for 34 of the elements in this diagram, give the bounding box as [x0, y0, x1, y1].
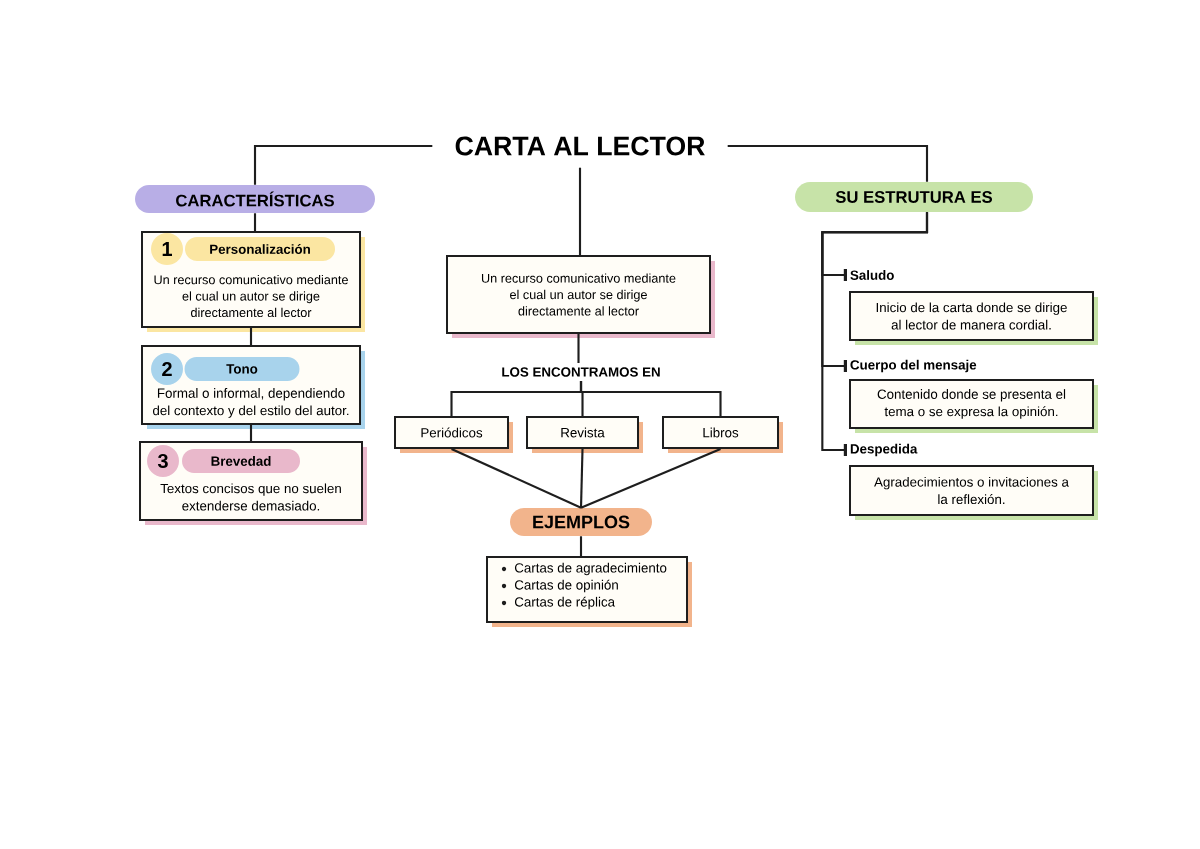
connector	[579, 448, 584, 508]
connector	[249, 425, 253, 441]
text-box: Revista	[526, 416, 643, 453]
text-box: Agradecimientos o invitaciones a la reflexión.	[849, 465, 1098, 520]
heading-pill: CARACTERÍSTICAS	[135, 185, 375, 213]
connector	[578, 167, 582, 255]
connector	[580, 448, 721, 509]
text-box: Inicio de la carta donde se dirige al lector de manera cordial.	[849, 291, 1098, 345]
number-badge: 1	[151, 233, 183, 265]
heading-pill: Personalización	[185, 237, 335, 261]
section-heading: Saludo	[850, 270, 894, 280]
number-badge: 3	[147, 445, 179, 477]
text-box: Periódicos	[394, 416, 513, 453]
connector	[579, 381, 722, 416]
heading-pill: SU ESTRUTURA ES	[795, 182, 1033, 212]
connector	[727, 144, 929, 182]
title: CARTA AL LECTOR	[455, 136, 705, 156]
section-heading: Despedida	[850, 443, 918, 457]
connector	[253, 144, 433, 185]
text-box: Contenido donde se presenta el tema o se expresa la opinión.	[849, 379, 1098, 433]
connector	[249, 328, 253, 345]
number-badge: 2	[151, 353, 183, 385]
bar-connector	[821, 212, 929, 456]
connector	[579, 536, 583, 556]
connector	[451, 448, 582, 509]
connector	[577, 334, 580, 363]
text-box: Libros	[662, 416, 783, 453]
heading-pill: Brevedad	[182, 449, 300, 473]
section-heading: Cuerpo del mensaje	[850, 359, 977, 373]
list-box: Cartas de agradecimiento Cartas de opinión Cartas de réplica	[486, 556, 692, 627]
connector	[253, 213, 257, 231]
heading-pill: EJEMPLOS	[510, 508, 652, 536]
text-box: Un recurso comunicativo mediante el cual un autor se dirige directamente al lector	[446, 255, 715, 338]
section-label: LOS ENCONTRAMOS EN	[502, 367, 660, 377]
